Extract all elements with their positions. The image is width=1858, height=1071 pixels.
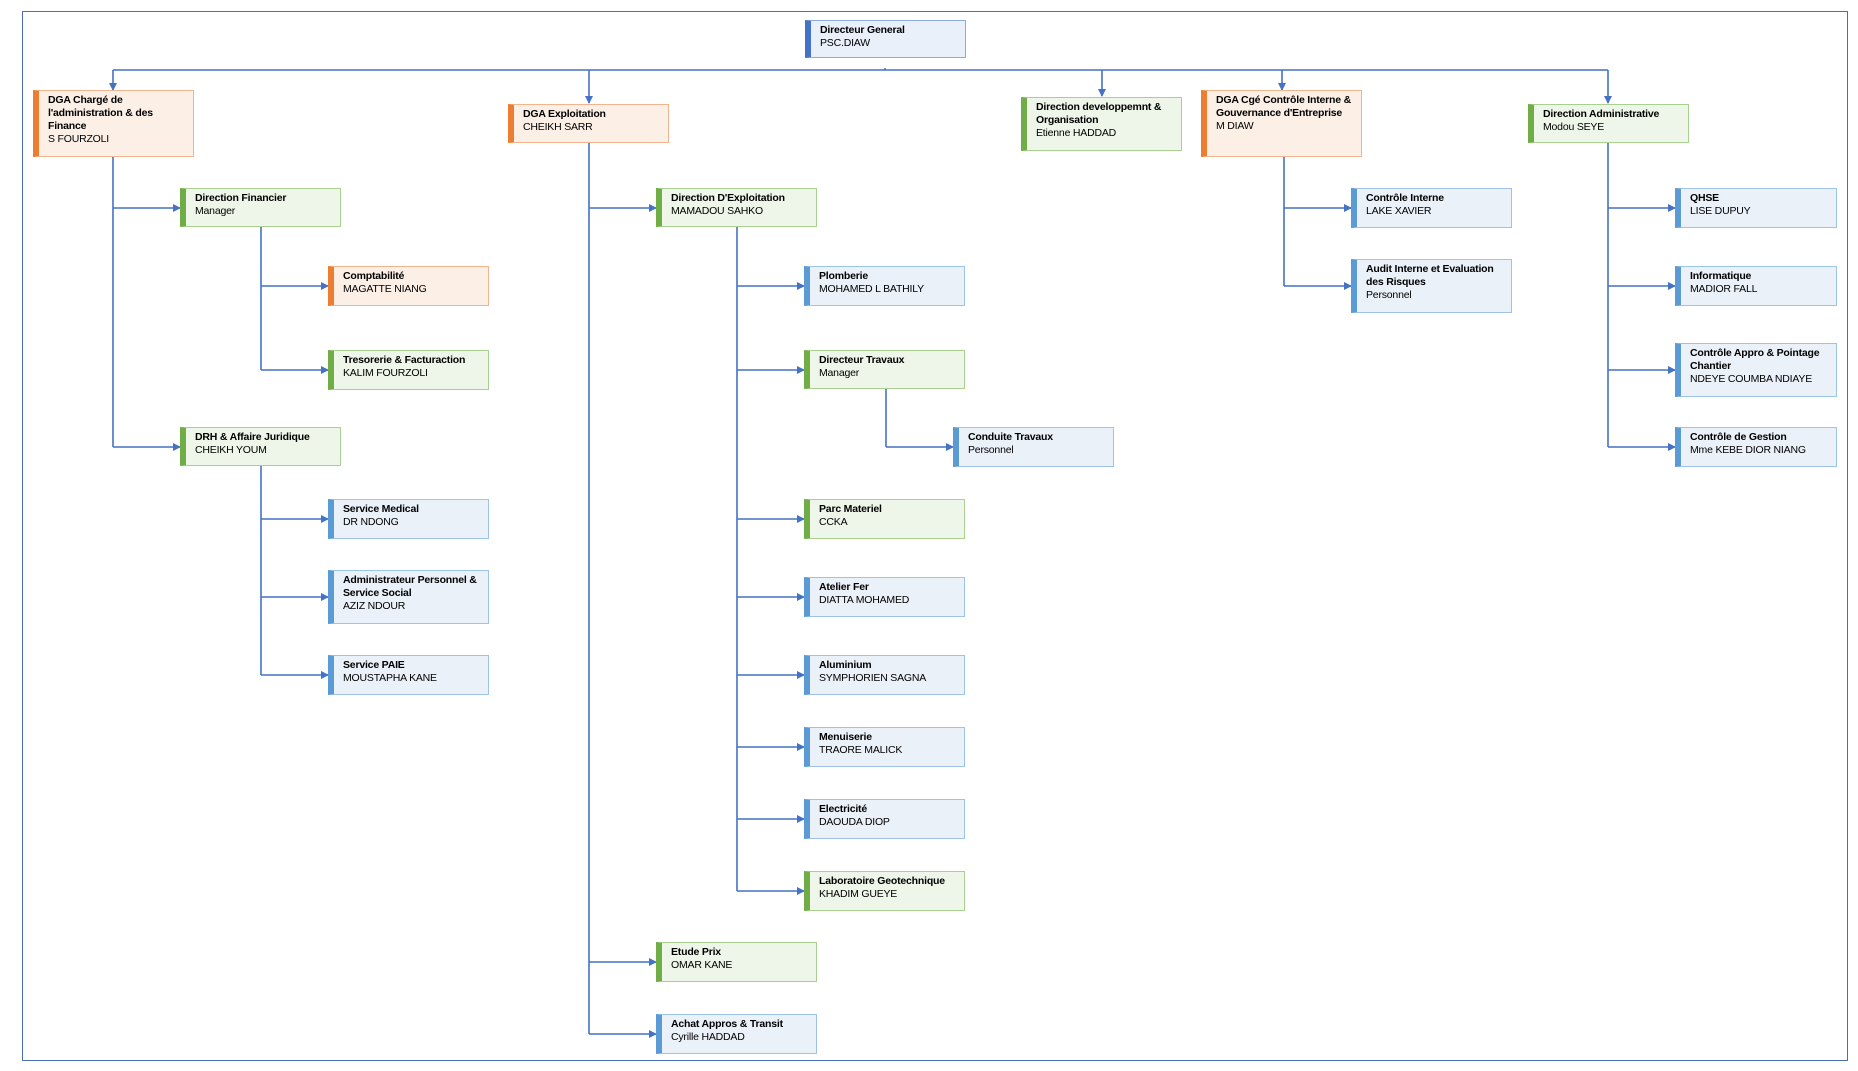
node-atelier-fer[interactable]: Atelier Fer DIATTA MOHAMED	[804, 577, 965, 617]
node-title: Electricité	[819, 803, 867, 815]
node-person: SYMPHORIEN SAGNA	[819, 672, 927, 684]
node-title: Aluminium	[819, 659, 872, 671]
node-person: CHEIKH SARR	[523, 121, 593, 133]
node-person: MAGATTE NIANG	[343, 283, 427, 295]
node-title: DGA Exploitation	[523, 108, 606, 120]
node-person: LISE DUPUY	[1690, 205, 1751, 217]
node-title: Conduite Travaux	[968, 431, 1053, 443]
node-title: Service PAIE	[343, 659, 405, 671]
node-controle-gestion[interactable]: Contrôle de Gestion Mme KEBE DIOR NIANG	[1675, 427, 1837, 467]
node-title: Direction Financier	[195, 192, 287, 204]
node-audit-interne[interactable]: Audit Interne et Evaluation des Risques …	[1351, 259, 1512, 313]
node-title: Direction D'Exploitation	[671, 192, 785, 204]
node-direction-administrative[interactable]: Direction Administrative Modou SEYE	[1528, 104, 1689, 143]
node-person: PSC.DIAW	[820, 37, 870, 49]
node-title: Contrôle Interne	[1366, 192, 1444, 204]
node-title: DGA Cgé Contrôle Interne & Gouvernance d…	[1216, 94, 1352, 119]
node-person: MOHAMED L BATHILY	[819, 283, 924, 295]
node-title: Directeur Travaux	[819, 354, 905, 366]
node-service-paie[interactable]: Service PAIE MOUSTAPHA KANE	[328, 655, 489, 695]
node-person: M DIAW	[1216, 120, 1254, 132]
node-aluminium[interactable]: Aluminium SYMPHORIEN SAGNA	[804, 655, 965, 695]
node-title: Service Medical	[343, 503, 419, 515]
node-administrateur-personnel[interactable]: Administrateur Personnel & Service Socia…	[328, 570, 489, 624]
node-etude-prix[interactable]: Etude Prix OMAR KANE	[656, 942, 817, 982]
node-person: CHEIKH YOUM	[195, 444, 267, 456]
node-person: Etienne HADDAD	[1036, 127, 1117, 139]
node-direction-financier[interactable]: Direction Financier Manager	[180, 188, 341, 227]
node-person: Manager	[195, 205, 236, 217]
node-directeur-travaux[interactable]: Directeur Travaux Manager	[804, 350, 965, 389]
node-title: Informatique	[1690, 270, 1752, 282]
node-controle-appro[interactable]: Contrôle Appro & Pointage Chantier NDEYE…	[1675, 343, 1837, 397]
node-menuiserie[interactable]: Menuiserie TRAORE MALICK	[804, 727, 965, 767]
node-title: Directeur General	[820, 24, 905, 36]
node-title: Comptabilité	[343, 270, 405, 282]
node-person: MAMADOU SAHKO	[671, 205, 763, 217]
node-title: Tresorerie & Facturaction	[343, 354, 466, 366]
node-informatique[interactable]: Informatique MADIOR FALL	[1675, 266, 1837, 306]
node-directeur-general[interactable]: Directeur General PSC.DIAW	[805, 20, 966, 58]
node-title: Parc Materiel	[819, 503, 882, 515]
node-person: DR NDONG	[343, 516, 399, 528]
node-person: Manager	[819, 367, 860, 379]
node-person: KHADIM GUEYE	[819, 888, 898, 900]
node-direction-exploitation[interactable]: Direction D'Exploitation MAMADOU SAHKO	[656, 188, 817, 227]
node-person: Mme KEBE DIOR NIANG	[1690, 444, 1806, 456]
node-achat-appros[interactable]: Achat Appros & Transit Cyrille HADDAD	[656, 1014, 817, 1054]
node-comptabilite[interactable]: Comptabilité MAGATTE NIANG	[328, 266, 489, 306]
diagram-frame	[22, 11, 1848, 1061]
node-dga-admin-finance[interactable]: DGA Chargé de l'administration & des Fin…	[33, 90, 194, 157]
node-title: Administrateur Personnel & Service Socia…	[343, 574, 477, 599]
node-title: Direction developpemnt & Organisation	[1036, 101, 1162, 126]
node-conduite-travaux[interactable]: Conduite Travaux Personnel	[953, 427, 1114, 467]
node-plomberie[interactable]: Plomberie MOHAMED L BATHILY	[804, 266, 965, 306]
node-person: DIATTA MOHAMED	[819, 594, 910, 606]
node-title: Achat Appros & Transit	[671, 1018, 783, 1030]
node-title: Plomberie	[819, 270, 868, 282]
node-dga-exploitation[interactable]: DGA Exploitation CHEIKH SARR	[508, 104, 669, 143]
node-person: S FOURZOLI	[48, 133, 110, 145]
node-person: MADIOR FALL	[1690, 283, 1758, 295]
node-title: Atelier Fer	[819, 581, 869, 593]
node-person: TRAORE MALICK	[819, 744, 903, 756]
node-electricite[interactable]: Electricité DAOUDA DIOP	[804, 799, 965, 839]
node-title: Menuiserie	[819, 731, 872, 743]
node-title: DGA Chargé de l'administration & des Fin…	[48, 94, 153, 132]
node-title: Direction Administrative	[1543, 108, 1660, 120]
node-laboratoire-geotechnique[interactable]: Laboratoire Geotechnique KHADIM GUEYE	[804, 871, 965, 911]
node-title: Contrôle Appro & Pointage Chantier	[1690, 347, 1820, 372]
node-person: Cyrille HADDAD	[671, 1031, 745, 1043]
node-direction-developpement[interactable]: Direction developpemnt & Organisation Et…	[1021, 97, 1182, 151]
node-person: DAOUDA DIOP	[819, 816, 890, 828]
node-parc-materiel[interactable]: Parc Materiel CCKA	[804, 499, 965, 539]
node-drh[interactable]: DRH & Affaire Juridique CHEIKH YOUM	[180, 427, 341, 466]
node-title: Laboratoire Geotechnique	[819, 875, 945, 887]
node-title: Contrôle de Gestion	[1690, 431, 1787, 443]
node-title: Etude Prix	[671, 946, 721, 958]
node-title: Audit Interne et Evaluation des Risques	[1366, 263, 1494, 288]
node-tresorerie[interactable]: Tresorerie & Facturaction KALIM FOURZOLI	[328, 350, 489, 390]
node-person: AZIZ NDOUR	[343, 600, 406, 612]
node-person: NDEYE COUMBA NDIAYE	[1690, 373, 1813, 385]
node-person: CCKA	[819, 516, 848, 528]
node-person: LAKE XAVIER	[1366, 205, 1432, 217]
node-title: QHSE	[1690, 192, 1719, 204]
node-qhse[interactable]: QHSE LISE DUPUY	[1675, 188, 1837, 228]
node-person: MOUSTAPHA KANE	[343, 672, 437, 684]
node-person: KALIM FOURZOLI	[343, 367, 428, 379]
node-person: Personnel	[968, 444, 1014, 456]
node-person: Personnel	[1366, 289, 1412, 301]
node-dga-controle-interne[interactable]: DGA Cgé Contrôle Interne & Gouvernance d…	[1201, 90, 1362, 157]
node-title: DRH & Affaire Juridique	[195, 431, 310, 443]
node-controle-interne[interactable]: Contrôle Interne LAKE XAVIER	[1351, 188, 1512, 228]
node-person: Modou SEYE	[1543, 121, 1605, 133]
node-service-medical[interactable]: Service Medical DR NDONG	[328, 499, 489, 539]
node-person: OMAR KANE	[671, 959, 733, 971]
